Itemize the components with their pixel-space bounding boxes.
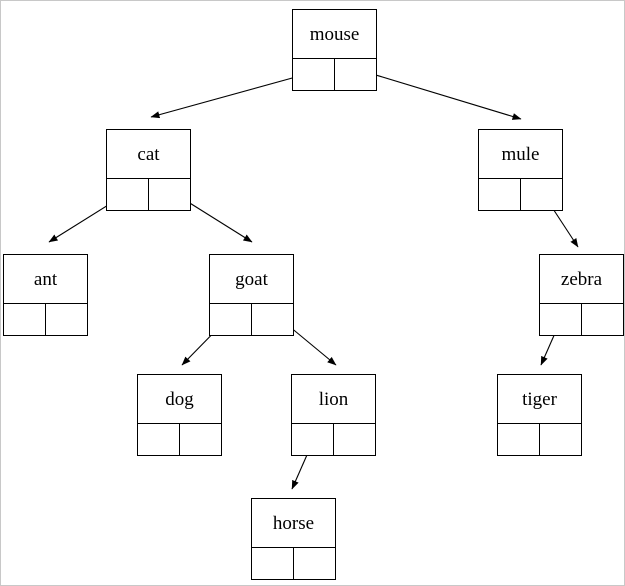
node-pointer-row — [4, 304, 87, 335]
node-left-pointer-cell — [210, 304, 252, 335]
tree-node-dog[interactable]: dog — [137, 374, 222, 456]
node-label: zebra — [540, 255, 623, 304]
node-right-pointer-cell — [334, 424, 376, 455]
node-label: mouse — [293, 10, 376, 59]
node-left-pointer-cell — [252, 548, 294, 579]
node-pointer-row — [293, 59, 376, 90]
tree-node-cat[interactable]: cat — [106, 129, 191, 211]
node-pointer-row — [138, 424, 221, 455]
tree-node-mule[interactable]: mule — [478, 129, 563, 211]
tree-node-zebra[interactable]: zebra — [539, 254, 624, 336]
node-label: ant — [4, 255, 87, 304]
node-label: lion — [292, 375, 375, 424]
node-label: cat — [107, 130, 190, 179]
node-pointer-row — [210, 304, 293, 335]
node-label: tiger — [498, 375, 581, 424]
tree-node-goat[interactable]: goat — [209, 254, 294, 336]
node-right-pointer-cell — [252, 304, 294, 335]
node-pointer-row — [498, 424, 581, 455]
tree-node-horse[interactable]: horse — [251, 498, 336, 580]
node-label: mule — [479, 130, 562, 179]
tree-node-ant[interactable]: ant — [3, 254, 88, 336]
node-left-pointer-cell — [107, 179, 149, 210]
node-right-pointer-cell — [294, 548, 336, 579]
node-left-pointer-cell — [138, 424, 180, 455]
node-right-pointer-cell — [521, 179, 563, 210]
edge-mouse-to-cat — [150, 71, 315, 119]
node-left-pointer-cell — [292, 424, 334, 455]
node-right-pointer-cell — [180, 424, 222, 455]
node-right-pointer-cell — [540, 424, 582, 455]
node-pointer-row — [252, 548, 335, 579]
node-pointer-row — [540, 304, 623, 335]
node-right-pointer-cell — [335, 59, 377, 90]
node-pointer-row — [292, 424, 375, 455]
node-pointer-row — [479, 179, 562, 210]
node-right-pointer-cell — [46, 304, 88, 335]
node-left-pointer-cell — [293, 59, 335, 90]
node-pointer-row — [107, 179, 190, 210]
node-right-pointer-cell — [149, 179, 191, 210]
node-label: goat — [210, 255, 293, 304]
tree-node-lion[interactable]: lion — [291, 374, 376, 456]
node-left-pointer-cell — [4, 304, 46, 335]
node-label: dog — [138, 375, 221, 424]
node-left-pointer-cell — [498, 424, 540, 455]
node-left-pointer-cell — [540, 304, 582, 335]
node-left-pointer-cell — [479, 179, 521, 210]
edge-mouse-to-mule — [355, 68, 522, 120]
tree-node-mouse[interactable]: mouse — [292, 9, 377, 91]
tree-node-tiger[interactable]: tiger — [497, 374, 582, 456]
node-label: horse — [252, 499, 335, 548]
node-right-pointer-cell — [582, 304, 624, 335]
